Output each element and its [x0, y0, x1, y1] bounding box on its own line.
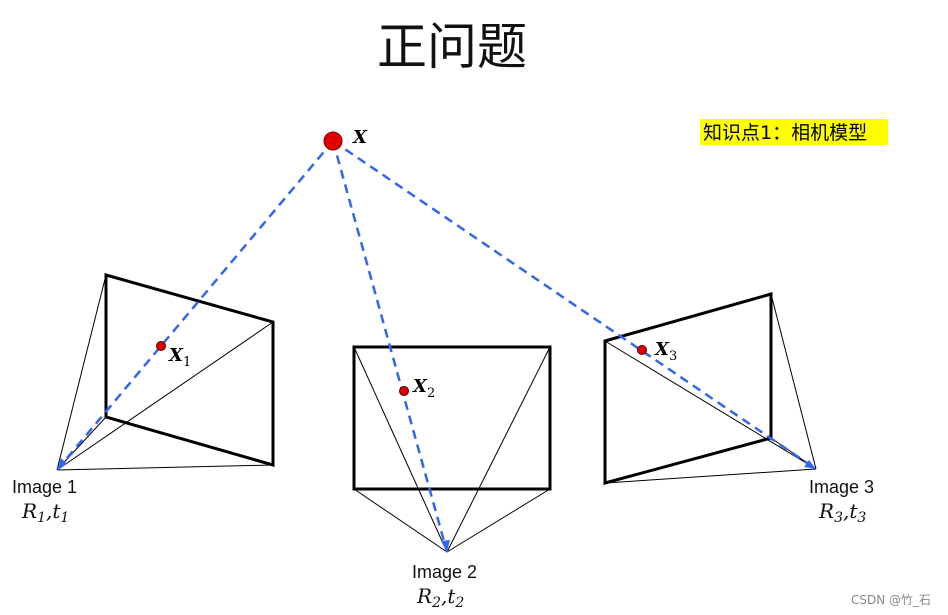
frustum-edge — [56, 274, 107, 471]
image-plane-1 — [104, 273, 275, 467]
projected-point-1 — [156, 341, 166, 351]
projection-ray-1 — [56, 140, 334, 471]
projected-point-label-1: X1 — [168, 345, 191, 370]
frustum-edge — [446, 488, 551, 553]
world-point — [323, 131, 343, 151]
frustum-edge — [56, 321, 274, 471]
frustum-edge — [604, 340, 817, 470]
ray-arrowhead — [441, 540, 450, 552]
projection-ray-2 — [331, 140, 449, 553]
camera-3-name: Image 3 — [809, 477, 874, 497]
camera-2 — [352, 345, 552, 553]
camera-3-pose: R3,t3 — [818, 499, 866, 526]
knowledge-badge-highlight — [700, 119, 888, 145]
camera-2-pose: R2,t2 — [416, 584, 464, 611]
frustum-edge — [604, 468, 817, 484]
ray-arrowhead — [804, 460, 816, 469]
watermark: CSDN @竹_石 — [851, 593, 931, 607]
projected-point-2 — [399, 386, 409, 396]
projection-ray-3 — [332, 139, 817, 471]
frustum-edge — [56, 464, 274, 471]
knowledge-badge: 知识点1：相机模型 — [703, 122, 867, 144]
frustum-edge — [770, 293, 817, 470]
projected-point-label-2: X2 — [412, 376, 435, 401]
camera-2-name: Image 2 — [412, 562, 477, 582]
ray-arrowhead — [57, 458, 67, 470]
projected-point-3 — [637, 345, 647, 355]
image-plane-2 — [352, 345, 552, 491]
world-point-label: X — [352, 127, 368, 148]
camera-1-pose: R1,t1 — [21, 499, 69, 526]
frustum-edge — [56, 416, 107, 471]
page-title: 正问题 — [377, 18, 527, 76]
frustum-edge — [446, 346, 551, 553]
camera-1 — [56, 273, 275, 471]
frustum-edge — [353, 346, 448, 553]
camera-3 — [603, 292, 817, 485]
camera-1-name: Image 1 — [12, 477, 77, 497]
image-plane-3 — [603, 292, 773, 485]
projected-point-label-3: X3 — [654, 339, 677, 364]
frustum-edge — [353, 488, 448, 553]
